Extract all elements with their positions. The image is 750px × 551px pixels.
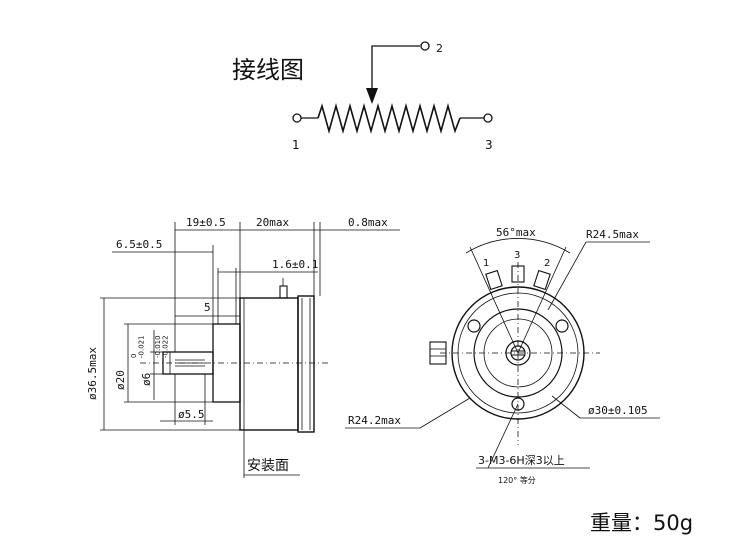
angle-note: 120° 等分 xyxy=(498,475,536,485)
terminal-2-circle xyxy=(420,41,430,51)
outer-rim xyxy=(451,286,585,420)
front-terminal-2: 2 xyxy=(544,258,550,269)
mounting-face-label: 安装面 xyxy=(247,458,289,474)
front-terminal-3: 3 xyxy=(514,250,520,261)
wiring-title: 接线图 xyxy=(232,56,304,84)
front-terminal-1: 1 xyxy=(483,258,489,269)
side-view: 19±0.5 20max 0.8max 6.5±0.5 1.6±0.1 5 ø3… xyxy=(86,216,400,478)
front-view: 56°max 1 3 2 R24.5max R24.2max ø30±0.105… xyxy=(345,226,660,485)
thread-note: 3-M3-6H深3以上 xyxy=(478,454,565,467)
dim-r24-5: R24.5max xyxy=(586,228,639,241)
screw-hole-right xyxy=(555,319,569,333)
screw-hole-bottom xyxy=(511,397,525,411)
body-housing xyxy=(239,297,299,431)
dim-0-8max: 0.8max xyxy=(348,216,388,229)
dim-6-5: 6.5±0.5 xyxy=(116,238,162,251)
dim-20: ø20 xyxy=(114,370,127,390)
terminal-3-label: 3 xyxy=(485,138,493,152)
terminal-3-circle xyxy=(483,113,493,123)
dim-36-5: ø36.5max xyxy=(86,347,99,400)
dim-20max: 20max xyxy=(256,216,289,229)
terminal-2-label: 2 xyxy=(436,42,443,55)
weight-label: 重量：50g xyxy=(590,511,693,535)
resistor-zigzag xyxy=(317,103,461,134)
dim-6-tol: -0.010-0.022 xyxy=(154,335,170,358)
dim-19: 19±0.5 xyxy=(186,216,226,229)
dim-30: ø30±0.105 xyxy=(588,404,648,417)
dim-20-tol: 0-0.021 xyxy=(130,335,146,358)
wiper-arrow xyxy=(366,88,378,104)
mounting-flange xyxy=(473,308,563,398)
dim-5: 5 xyxy=(204,301,211,314)
dim-56max: 56°max xyxy=(496,226,536,239)
dim-6: ø6 xyxy=(140,373,153,386)
screw-hole-left xyxy=(467,319,481,333)
dim-r24-2: R24.2max xyxy=(348,414,401,427)
rear-cap xyxy=(297,295,315,433)
wiper-line xyxy=(371,45,420,94)
dim-5-5: ø5.5 xyxy=(178,408,205,421)
dim-1-6: 1.6±0.1 xyxy=(272,258,318,271)
terminal-1-circle xyxy=(292,113,302,123)
shaft xyxy=(162,351,214,375)
wiring-diagram: 接线图 2 1 3 xyxy=(232,41,493,152)
terminal-1-label: 1 xyxy=(292,138,300,152)
